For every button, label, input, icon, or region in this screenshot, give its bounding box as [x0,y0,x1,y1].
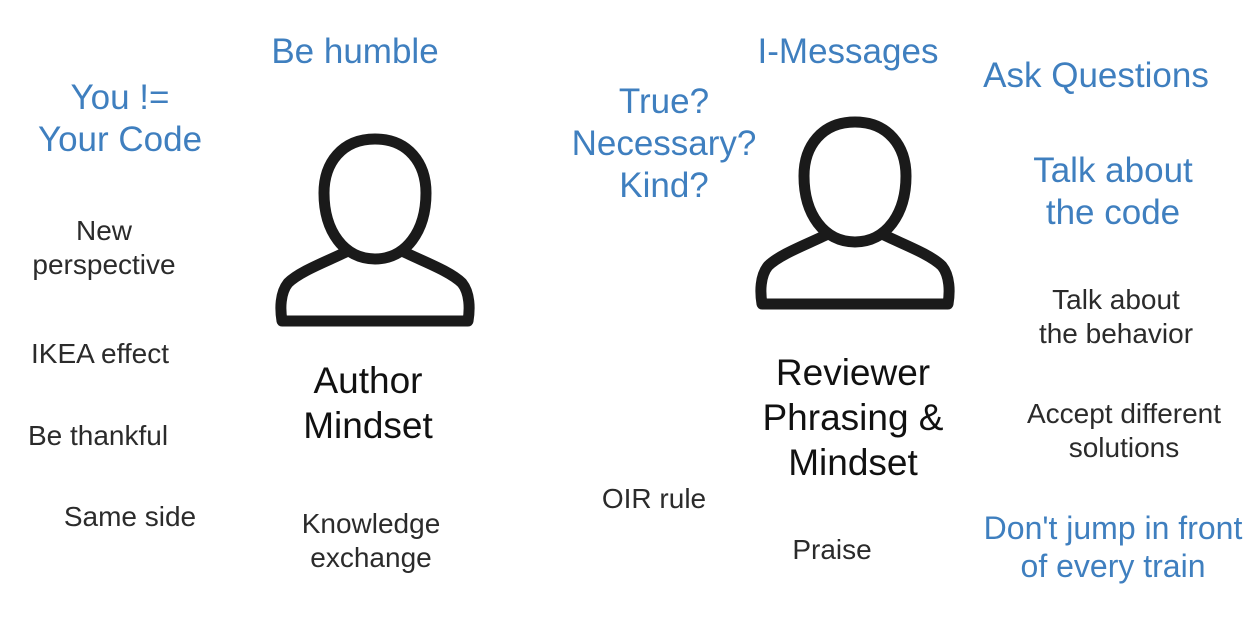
talk-about-behavior-text: Talk about the behavior [1038,284,1194,349]
i-messages-text: I-Messages [757,32,939,71]
accept-solutions-text: Accept different solutions [1026,398,1222,463]
ask-questions-text: Ask Questions [983,56,1209,95]
ikea-effect-text: IKEA effect [30,338,170,369]
same-side-text: Same side [63,501,197,532]
praise-text: Praise [792,534,872,565]
oir-rule-text: OIR rule [601,483,707,514]
reviewer-mindset-label: Reviewer Phrasing & Mindset [762,352,944,484]
knowledge-exchange-text: Knowledge exchange [301,508,441,573]
reviewer-person-icon [755,116,955,310]
new-perspective-text: New perspective [32,215,176,280]
talk-about-code-text: Talk about the code [1033,151,1193,232]
dont-jump-text: Don't jump in front of every train [983,510,1243,585]
true-necessary-kind-text: True? Necessary? Kind? [571,82,757,205]
author-person-icon [275,133,475,327]
be-thankful-text: Be thankful [27,420,169,451]
be-humble-text: Be humble [271,32,439,71]
you-not-your-code-text: You != Your Code [37,78,203,159]
author-mindset-label: Author Mindset [303,360,433,447]
